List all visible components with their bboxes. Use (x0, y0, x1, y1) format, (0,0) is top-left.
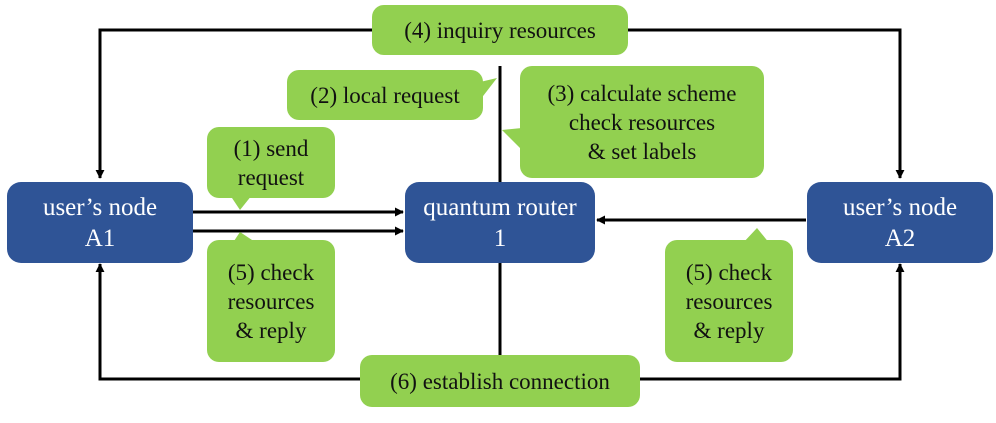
check-left-line-3: & reply (235, 317, 307, 343)
inquiry-line-to-a2 (628, 28, 905, 179)
user-node-a1-id: A1 (84, 224, 116, 252)
user-node-a1-title: user’s node (42, 193, 158, 221)
check-left-line-2: resources (227, 288, 315, 314)
inquiry-resources-label: (4) inquiry resources (404, 17, 596, 43)
send-request-tail (230, 195, 252, 210)
inquiry-resources-callout: (4) inquiry resources (372, 5, 628, 55)
calculate-scheme-callout: (3) calculate scheme check resources & s… (520, 66, 764, 178)
establish-connection-callout: (6) establish connection (360, 355, 640, 407)
user-node-a2-id: A2 (884, 224, 916, 252)
user-node-a2: user’s node A2 (807, 182, 993, 263)
calculate-tail (502, 128, 522, 150)
calculate-line-1: (3) calculate scheme (547, 80, 737, 106)
check-left-line-1: (5) check (227, 259, 315, 285)
local-request-label: (2) local request (310, 82, 460, 108)
establish-line-to-a1 (95, 263, 360, 381)
quantum-router-title: quantum router (423, 193, 577, 221)
check-right-line-2: resources (685, 288, 773, 314)
establish-line-to-a2 (640, 263, 905, 381)
calculate-line-2: check resources (568, 109, 716, 135)
check-resources-left-callout: (5) check resources & reply (207, 240, 335, 362)
check-right-line-1: (5) check (685, 259, 773, 285)
send-request-line-2: request (237, 164, 305, 190)
establish-connection-label: (6) establish connection (390, 368, 610, 394)
check-resources-right-callout: (5) check resources & reply (665, 240, 793, 362)
user-node-a1: user’s node A1 (7, 182, 193, 263)
send-request-line-1: (1) send (233, 135, 309, 161)
check-right-line-3: & reply (693, 317, 765, 343)
local-request-callout: (2) local request (287, 70, 483, 120)
quantum-router-node: quantum router 1 (405, 182, 595, 263)
local-request-tail (480, 78, 497, 100)
inquiry-line-to-a1 (95, 28, 372, 179)
user-node-a2-title: user’s node (842, 193, 958, 221)
send-request-callout: (1) send request (207, 127, 335, 198)
calculate-line-3: & set labels (587, 138, 697, 164)
quantum-router-id: 1 (493, 224, 507, 252)
